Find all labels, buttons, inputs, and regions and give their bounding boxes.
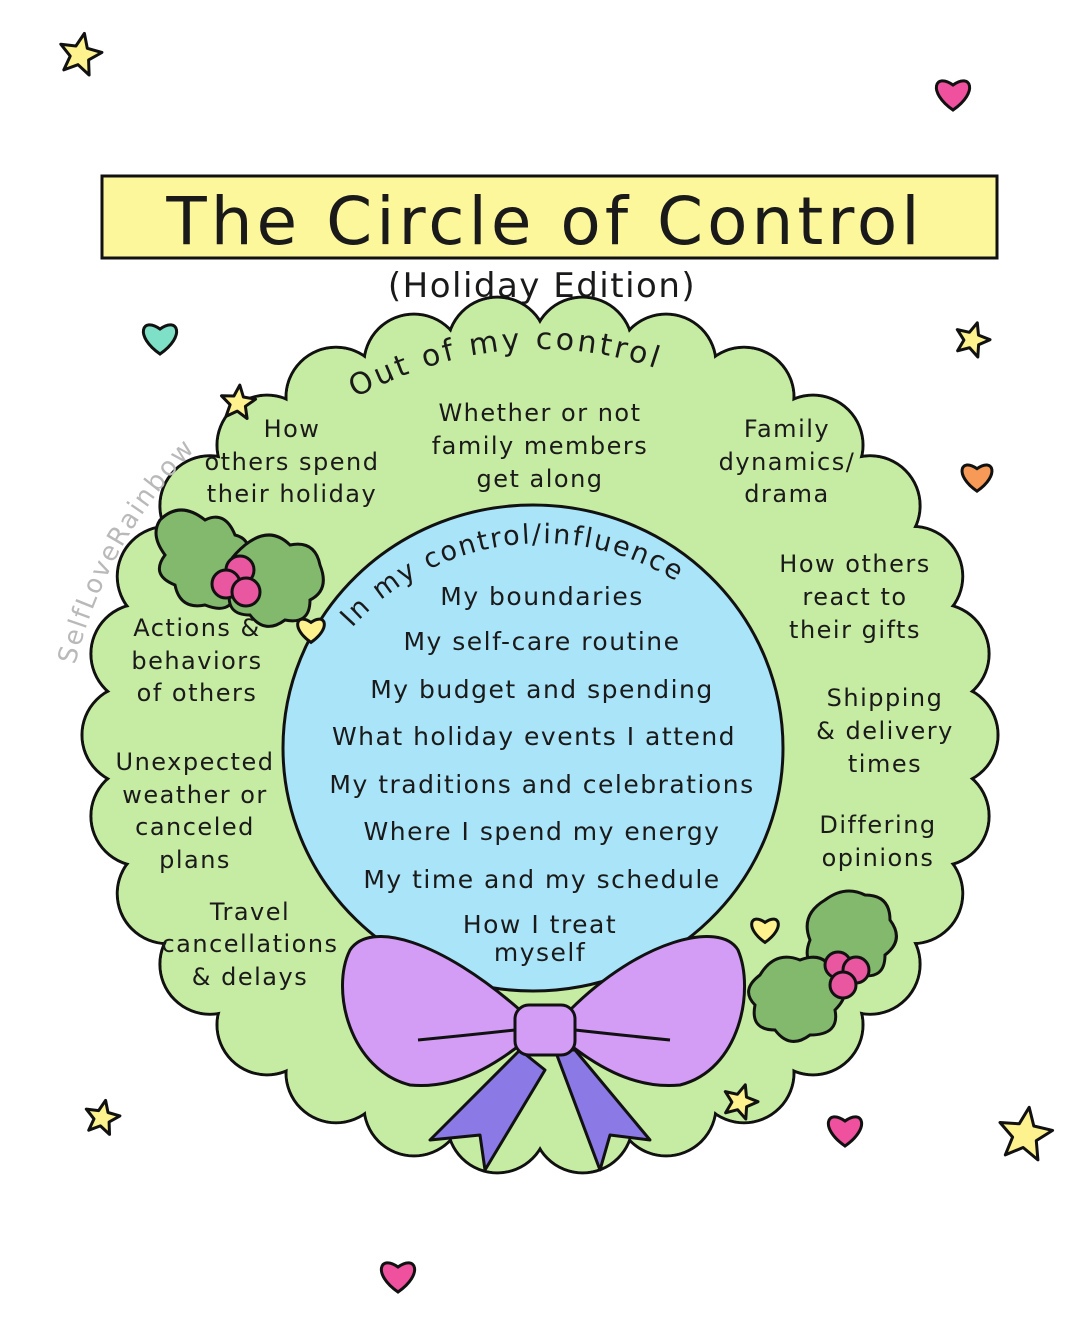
svg-text:Actions &: Actions & [133, 614, 261, 642]
outer-item-8: Travel cancellations & delays [161, 898, 338, 991]
svg-text:of others: of others [137, 679, 258, 707]
star-icon [998, 1105, 1055, 1162]
star-icon [220, 383, 258, 420]
heart-icon [296, 617, 326, 645]
svg-text:Shipping: Shipping [827, 684, 944, 712]
inner-circle [281, 503, 785, 993]
title-box [100, 174, 999, 260]
inner-item: Where I spend my energy [364, 817, 721, 846]
heart-icon [379, 1261, 417, 1294]
outer-item-7: Differing opinions [819, 811, 936, 872]
svg-text:their gifts: their gifts [789, 616, 921, 644]
star-icon [955, 321, 992, 359]
star-icon [59, 31, 104, 77]
outer-item-3: How others react to their gifts [779, 550, 930, 644]
svg-text:cancellations: cancellations [161, 930, 338, 958]
inner-item: My self-care routine [403, 627, 680, 656]
inner-item: My traditions and celebrations [329, 770, 754, 799]
decorations [59, 31, 1055, 1294]
svg-text:behaviors: behaviors [131, 647, 262, 675]
svg-text:Whether or not: Whether or not [438, 399, 641, 427]
svg-text:& delivery: & delivery [816, 717, 954, 745]
subtitle: (Holiday Edition) [388, 266, 696, 306]
star-icon [723, 1083, 760, 1121]
holly-left [154, 508, 325, 628]
heart-icon [826, 1115, 864, 1148]
svg-text:Differing: Differing [819, 811, 936, 839]
heart-icon [934, 79, 972, 112]
outer-item-5: Shipping & delivery times [816, 684, 954, 778]
outer-item-6: Unexpected weather or canceled plans [116, 748, 275, 874]
svg-text:opinions: opinions [822, 844, 935, 872]
heart-icon [960, 463, 994, 494]
star-icon [84, 1098, 122, 1136]
svg-text:others spend: others spend [204, 448, 379, 476]
outer-item-1: Whether or not family members get along [432, 399, 649, 493]
svg-text:their holiday: their holiday [207, 480, 377, 508]
inner-item: My time and my schedule [363, 865, 720, 894]
svg-text:plans: plans [159, 846, 231, 874]
heart-icon [750, 917, 780, 945]
svg-text:canceled: canceled [135, 813, 255, 841]
inner-items: My boundaries My self-care routine My bu… [329, 582, 754, 967]
svg-text:& delays: & delays [192, 963, 308, 991]
inner-item: How I treat [463, 910, 617, 939]
svg-text:How others: How others [779, 550, 930, 578]
svg-text:dynamics/: dynamics/ [719, 448, 856, 476]
heart-icon [141, 323, 179, 356]
outer-item-4: Actions & behaviors of others [131, 614, 262, 707]
title: The Circle of Control [165, 183, 923, 260]
svg-text:family members: family members [432, 432, 649, 460]
inner-item: My boundaries [440, 582, 643, 611]
svg-text:Travel: Travel [209, 898, 290, 926]
bow [341, 935, 746, 1172]
inner-item: What holiday events I attend [332, 722, 736, 751]
inner-item: myself [494, 938, 586, 967]
svg-text:times: times [848, 750, 922, 778]
svg-text:How: How [264, 415, 321, 443]
outer-item-2: Family dynamics/drama [719, 415, 856, 508]
holly-right [747, 889, 898, 1043]
svg-text:react to: react to [802, 583, 907, 611]
inner-item: My budget and spending [370, 675, 714, 704]
svg-text:Family: Family [744, 415, 830, 443]
svg-text:get along: get along [476, 465, 603, 493]
svg-text:Unexpected: Unexpected [116, 748, 275, 776]
svg-text:drama: drama [744, 480, 829, 508]
outer-item-0: How others spend their holiday [204, 415, 379, 508]
svg-text:weather or: weather or [122, 781, 268, 809]
